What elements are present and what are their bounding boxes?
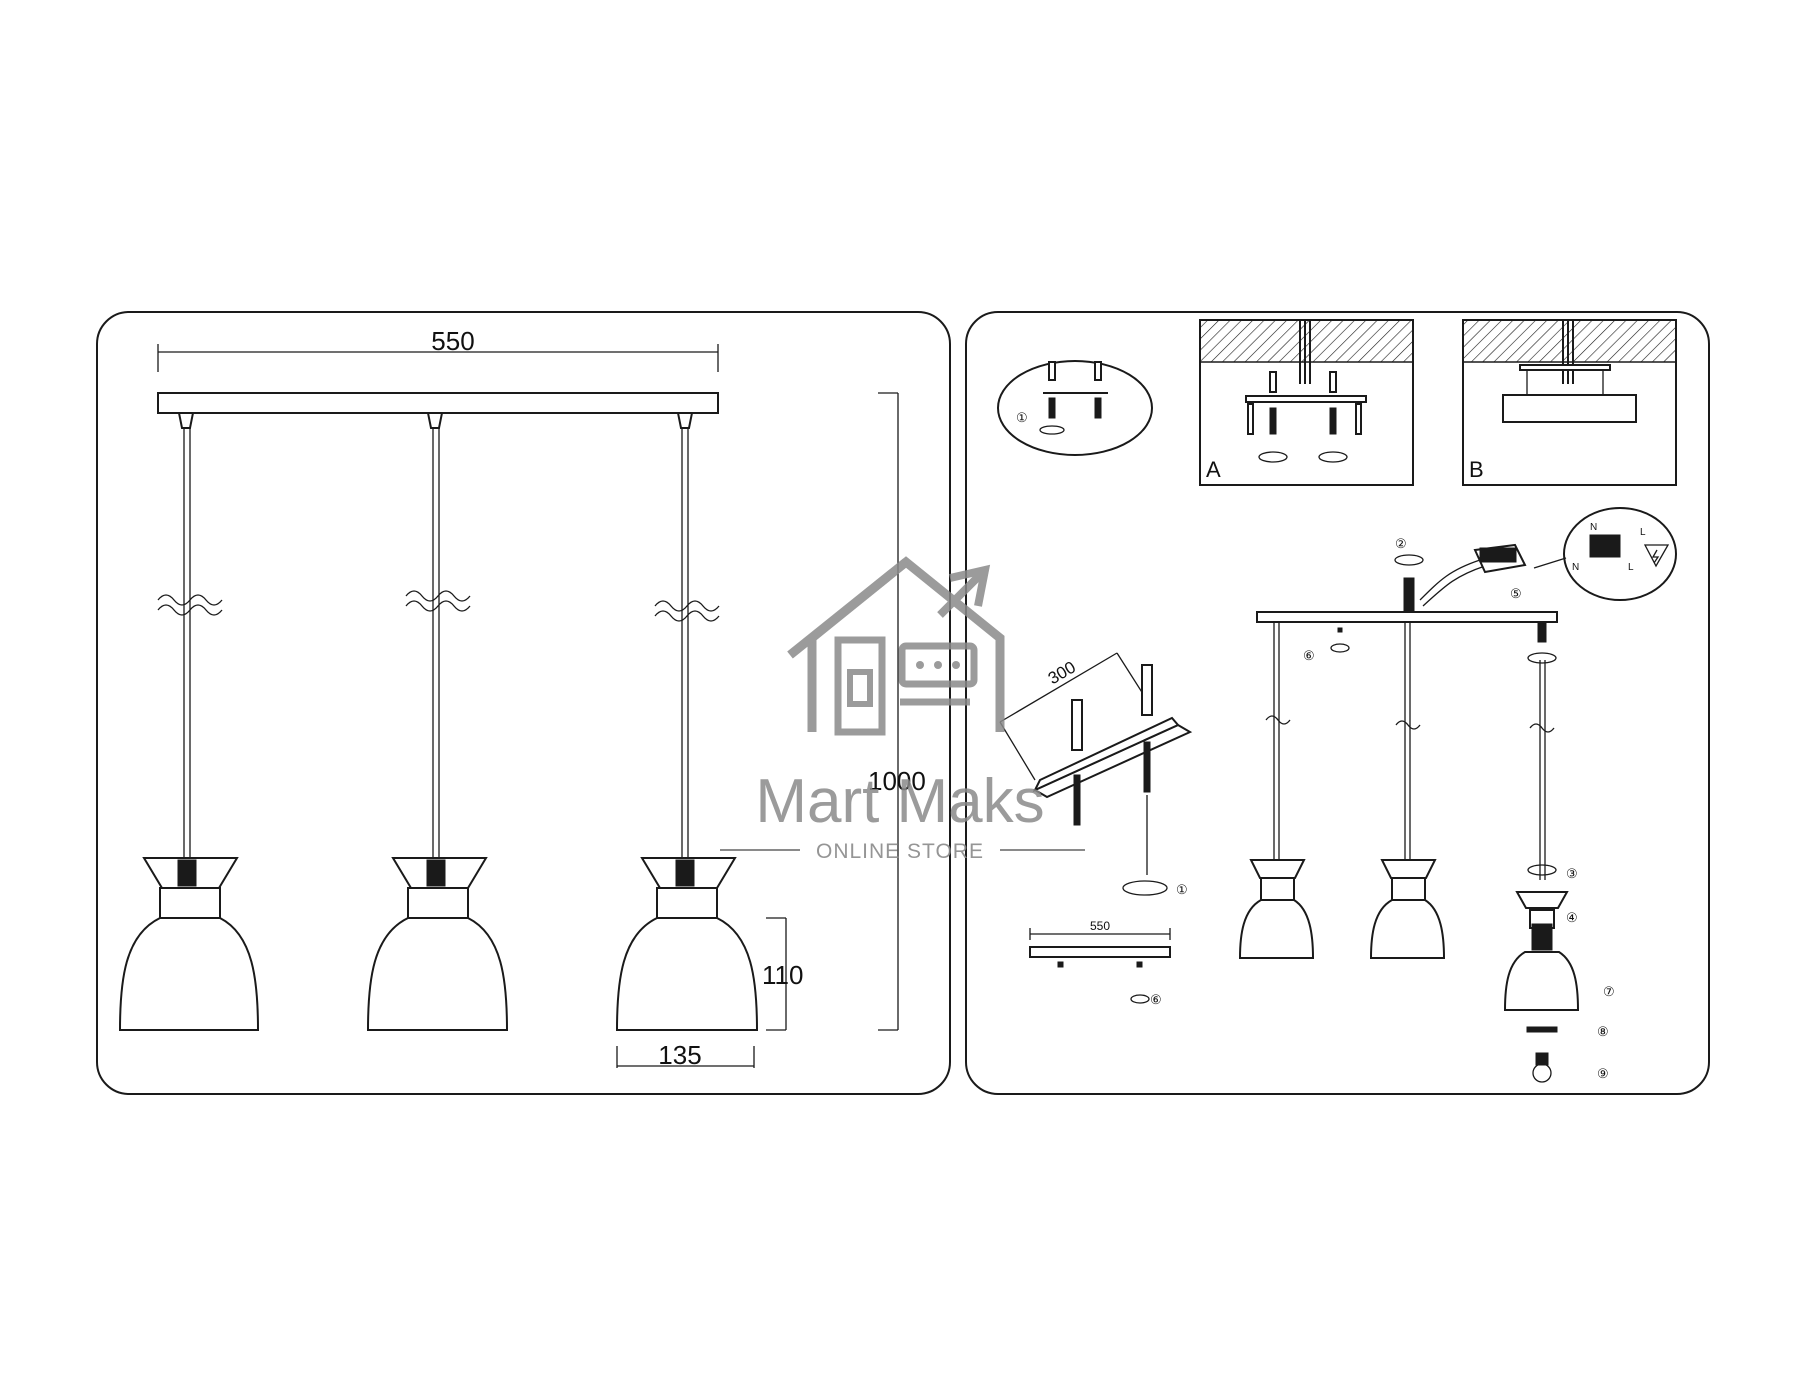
shade-width-label: 135 [658,1040,701,1070]
bracket-length-label: 300 [1045,658,1079,689]
total-height-label: 1000 [868,766,926,796]
watermark: Mart Maks ONLINE STORE [720,556,1085,863]
brand-tagline: ONLINE STORE [816,840,984,863]
detail-a-label: A [1206,457,1221,482]
total-height-dimension: 1000 [868,392,926,1031]
shade-height-dimension: 110 [762,917,803,1031]
bar-width-dimension: 550 [157,326,719,372]
exploded-pendant-2 [1369,622,1446,959]
bar-width-label: 550 [431,326,474,356]
wire-neutral-1: N [1590,522,1597,533]
step-4-label: ④ [1566,910,1578,925]
exploded-fixture: ② ⑤ N L N L [1238,507,1677,1083]
installation-panel: ① A [965,311,1710,1095]
shade-height-label: 110 [762,960,803,990]
step-9-label: ⑨ [1597,1066,1609,1081]
rotate-arrow-icon [1330,627,1350,653]
step-1b-label: ① [1176,882,1188,897]
pendant-1 [118,412,260,1031]
brand-name: Mart Maks [755,767,1044,836]
fixing-detail-ellipse: ① [997,360,1153,456]
detail-b: B [1462,319,1677,486]
wire-neutral-2: N [1572,562,1579,573]
exploded-pendant-1 [1238,622,1315,959]
bulb-icon [1532,1052,1552,1083]
step-1-label: ① [1016,410,1028,425]
step-5-label: ⑤ [1510,586,1522,601]
pendant-2 [366,412,509,1031]
step-6b-label: ⑥ [1150,992,1162,1007]
step-3-label: ③ [1566,866,1578,881]
shade-width-dimension: 135 [616,1040,755,1070]
wire-live-1: L [1640,527,1646,538]
ceiling-bar [157,392,719,414]
step-6-label: ⑥ [1303,648,1315,663]
step-8-label: ⑧ [1597,1024,1609,1039]
step-7-label: ⑦ [1603,984,1615,999]
house-logo-icon [787,556,1005,736]
detail-b-label: B [1469,457,1484,482]
pendant-3 [615,412,759,1031]
dimension-panel: 550 [96,311,951,1095]
wire-live-2: L [1628,562,1634,573]
detail-a: A [1199,319,1414,486]
canopy-width-label: 550 [1090,919,1110,933]
step-2-label: ② [1395,536,1407,551]
exploded-pendant-3: ③ ④ ⑦ ⑧ ⑨ [1503,621,1615,1083]
warning-icon [1643,544,1670,568]
mounting-bracket: 300 ① [999,652,1193,897]
canopy-side-view: 550 ⑥ [1029,919,1171,1007]
